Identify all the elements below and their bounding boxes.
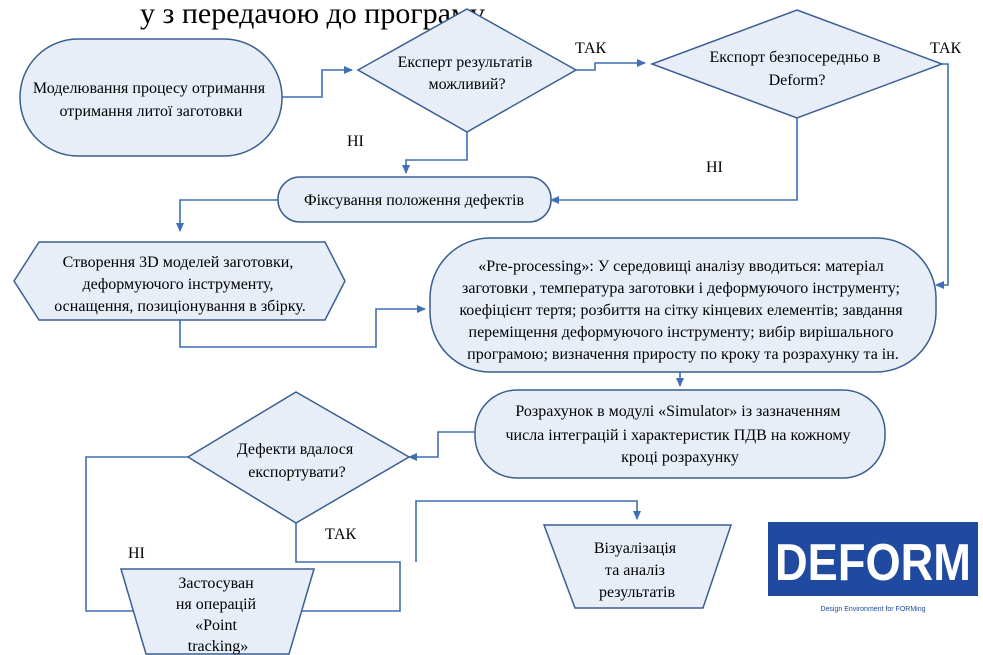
node-preprocessing: «Pre-processing»: У середовищі аналізу в…: [429, 237, 937, 373]
label-no-1: НІ: [347, 133, 364, 150]
deform-logo-tagline: Design Environment for FORMing: [820, 606, 925, 613]
flow-create-3d-to-preprocessing: [179, 305, 426, 348]
node-fix-defects: Фіксування положення дефектів: [277, 176, 552, 223]
node-direct-export-decision: Експорт безпосередньо в Deform?: [649, 9, 945, 119]
deform-logo: DEFORM Design Environment for FORMing: [768, 522, 978, 613]
node-defects-exported-decision: Дефекти вдалося експортувати?: [186, 391, 411, 524]
flow-no-to-fix-defects: [402, 132, 468, 174]
flow-no-to-fix-defects-2: [550, 118, 798, 204]
node-create-3d-text: Створення 3D моделей заготовки, деформую…: [54, 254, 305, 315]
flow-sim-to-export-check: [282, 66, 353, 98]
node-preprocessing-text: «Pre-processing»: У середовищі аналізу в…: [459, 258, 906, 363]
node-export-possible-text: Експерт результатів можливий?: [398, 54, 537, 93]
node-simulation: Моделювання процесу отримання отримання …: [19, 38, 283, 157]
node-fix-defects-text: Фіксування положення дефектів: [304, 192, 525, 209]
deform-logo-wordmark: DEFORM: [775, 534, 971, 592]
flow-simulator-to-defects-check: [408, 431, 475, 461]
node-simulator-calculation: Розрахунок в модулі «Simulator» із зазна…: [474, 389, 886, 479]
label-yes-2: ТАК: [930, 40, 962, 57]
flow-to-visualization: [415, 500, 641, 562]
node-create-3d-models: Створення 3D моделей заготовки, деформую…: [13, 241, 346, 321]
node-visualization: Візуалізація та аналіз результатів: [542, 524, 733, 609]
label-no-3: НІ: [128, 545, 145, 562]
page-title: у з передачою до програму: [140, 0, 485, 30]
flow-fix-to-create-3d: [176, 199, 278, 232]
label-yes-3: ТАК: [325, 526, 357, 543]
label-no-2: НІ: [706, 159, 723, 176]
node-simulation-text: Моделювання процесу отримання отримання …: [33, 80, 269, 120]
node-visualization-text: Візуалізація та аналіз результатів: [594, 540, 680, 601]
node-point-tracking-text: Застосуван ня операцій «Point tracking»: [176, 575, 260, 655]
flow-yes-to-point-tracking: [291, 523, 401, 615]
flow-no-to-point-tracking: [85, 456, 188, 615]
node-defects-exported-text: Дефекти вдалося експортувати?: [237, 441, 357, 481]
connectors: [85, 59, 949, 615]
node-direct-export-text: Експорт безпосередньо в Deform?: [710, 49, 885, 89]
deform-logo-background: [768, 522, 978, 596]
label-yes-1: ТАК: [575, 40, 607, 57]
flow-yes-to-direct-export: [576, 59, 646, 71]
node-point-tracking: Застосуван ня операцій «Point tracking»: [119, 568, 316, 655]
flow-yes-to-preprocessing: [935, 63, 949, 289]
node-export-possible-decision: Експерт результатів можливий?: [356, 8, 578, 133]
node-simulator-text: Розрахунок в модулі «Simulator» із зазна…: [505, 403, 854, 466]
